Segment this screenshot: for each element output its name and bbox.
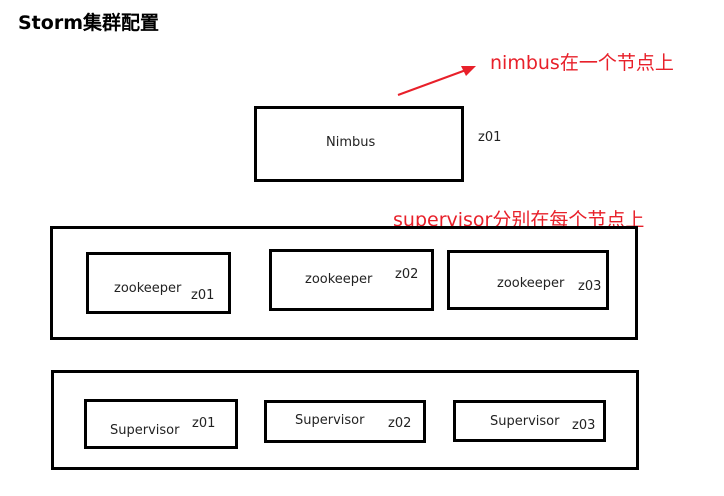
zookeeper-host: z03 [578, 279, 602, 294]
supervisor-annotation: supervisor分别在每个节点上 [393, 209, 645, 231]
supervisor-node [453, 400, 606, 442]
nimbus-annotation: nimbus在一个节点上 [490, 52, 674, 74]
page-title: Storm集群配置 [18, 12, 159, 34]
zookeeper-node [447, 250, 609, 310]
zookeeper-label: zookeeper [114, 281, 182, 296]
nimbus-label: Nimbus [326, 135, 376, 150]
zookeeper-host: z01 [191, 288, 215, 303]
supervisor-node [84, 399, 238, 449]
supervisor-node [264, 400, 426, 443]
supervisor-label: Supervisor [490, 414, 560, 429]
zookeeper-label: zookeeper [497, 276, 565, 291]
supervisor-host: z01 [192, 416, 216, 431]
nimbus-host: z01 [478, 130, 502, 145]
supervisor-host: z02 [388, 416, 412, 431]
supervisor-host: z03 [572, 418, 596, 433]
zookeeper-label: zookeeper [305, 272, 373, 287]
supervisor-label: Supervisor [295, 413, 365, 428]
zookeeper-node [86, 252, 231, 314]
zookeeper-node [269, 249, 434, 311]
zookeeper-host: z02 [395, 267, 419, 282]
nimbus-node [254, 106, 464, 182]
supervisor-label: Supervisor [110, 423, 180, 438]
